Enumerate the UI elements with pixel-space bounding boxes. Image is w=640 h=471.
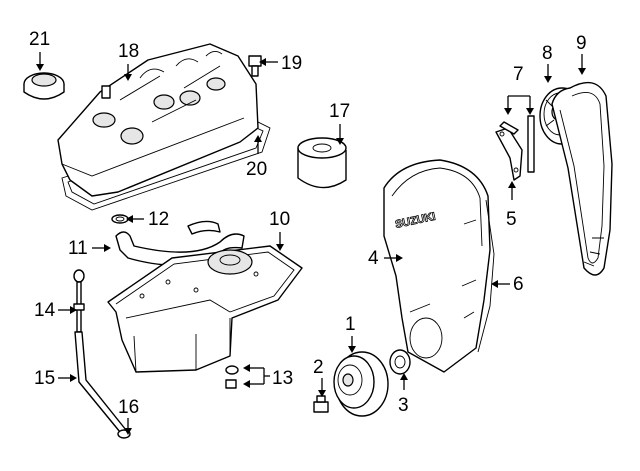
timing-belt-cover-outer: SUZUKI [383,159,491,373]
label-11: 11 [68,238,88,259]
oil-filler-cap [23,72,65,100]
tensioner-bracket [495,127,523,181]
label-14: 14 [34,300,56,321]
oil-pan [107,245,303,373]
label-12: 12 [148,209,169,230]
label-7: 7 [513,64,524,85]
label-21: 21 [29,29,50,50]
drain-plug [225,365,239,389]
oil-filter [297,137,347,189]
label-15: 15 [34,368,55,389]
label-9: 9 [576,33,587,54]
label-3: 3 [398,395,409,416]
label-4: 4 [368,248,379,269]
label-5: 5 [506,209,517,230]
label-1: 1 [345,314,356,335]
dipstick-tube [74,331,131,439]
label-16: 16 [118,397,139,418]
crankshaft-seal [389,349,411,375]
dipstick [73,269,85,333]
belt-guides [499,115,535,173]
label-10: 10 [269,209,290,230]
timing-belt [551,81,613,276]
label-20: 20 [246,159,267,180]
crankshaft-pulley [333,351,389,417]
label-13: 13 [272,368,293,389]
cover-bolt [248,55,262,77]
label-2: 2 [313,357,324,378]
label-17: 17 [329,101,350,122]
label-19: 19 [281,53,302,74]
timing-belt-cover-inner [477,199,495,353]
pulley-bolt [313,395,329,413]
label-18: 18 [118,41,139,62]
valve-cover [57,43,259,197]
label-8: 8 [542,43,553,64]
label-6: 6 [513,274,524,295]
o-ring [111,214,129,224]
